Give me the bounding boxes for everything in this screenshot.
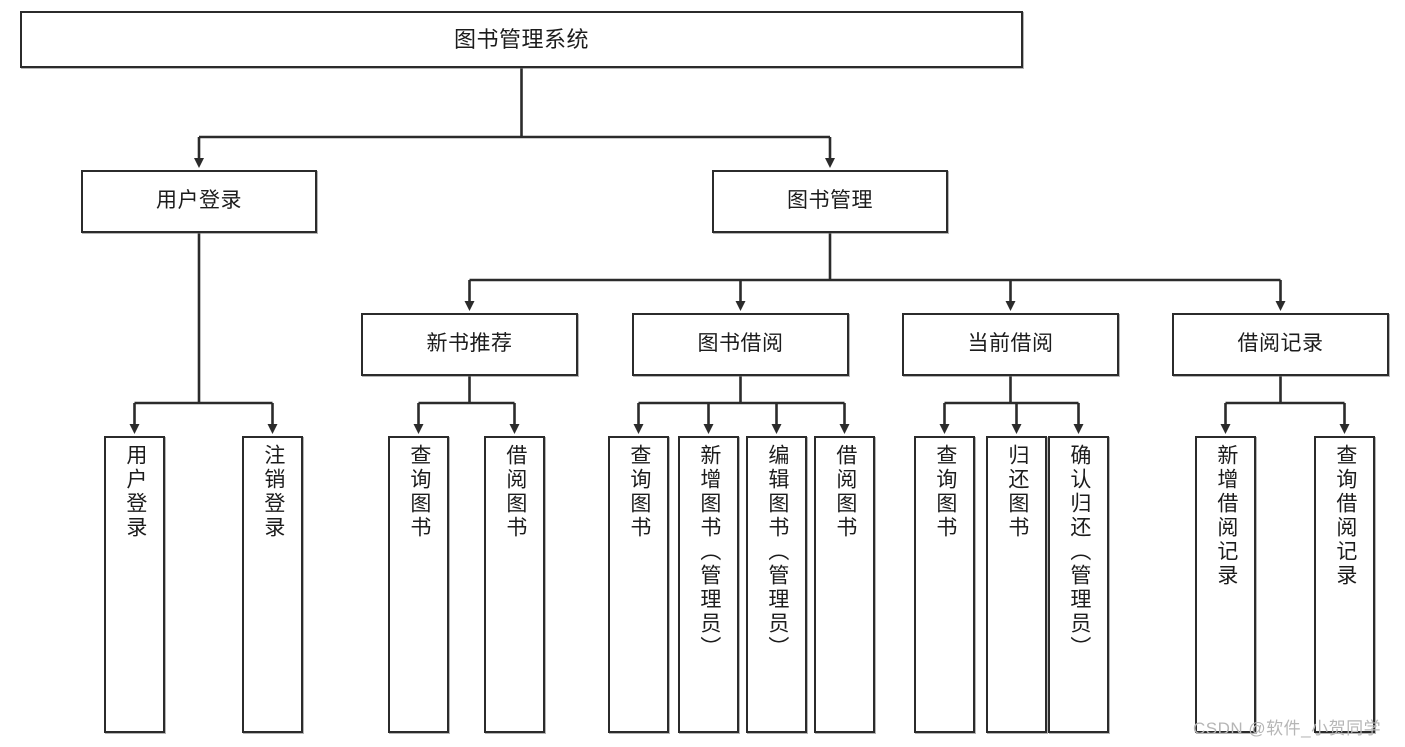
node-new-book-recommend[interactable]: 新书推荐 <box>361 313 578 376</box>
node-label: 借阅记录 <box>1237 332 1324 356</box>
node-root[interactable]: 图书管理系统 <box>20 11 1023 68</box>
node-label: 确认归还（管理员） <box>1067 444 1091 660</box>
node-leaf-borrow-book[interactable]: 借阅图书 <box>814 436 875 733</box>
node-label: 编辑图书（管理员） <box>765 444 789 660</box>
node-leaf-query-book-borrow[interactable]: 查询图书 <box>608 436 669 733</box>
node-label: 用户登录 <box>156 189 242 213</box>
csdn-watermark: CSDN @软件_小贺同学 <box>1193 719 1382 738</box>
node-current-borrow[interactable]: 当前借阅 <box>902 313 1119 376</box>
node-borrow-record[interactable]: 借阅记录 <box>1172 313 1389 376</box>
node-label: 图书管理 <box>787 189 873 213</box>
node-leaf-add-book-admin[interactable]: 新增图书（管理员） <box>678 436 739 733</box>
node-label: 查询借阅记录 <box>1333 444 1357 588</box>
node-label: 新增图书（管理员） <box>697 444 721 660</box>
node-label: 查询图书 <box>627 444 651 540</box>
node-book-management[interactable]: 图书管理 <box>712 170 948 233</box>
node-leaf-query-borrow-record[interactable]: 查询借阅记录 <box>1314 436 1375 733</box>
node-label: 新增借阅记录 <box>1214 444 1238 588</box>
node-label: 用户登录 <box>123 444 147 540</box>
node-book-borrow[interactable]: 图书借阅 <box>632 313 849 376</box>
node-leaf-confirm-return-admin[interactable]: 确认归还（管理员） <box>1048 436 1109 733</box>
node-leaf-borrow-book-recommend[interactable]: 借阅图书 <box>484 436 545 733</box>
node-leaf-query-book-recommend[interactable]: 查询图书 <box>388 436 449 733</box>
node-leaf-return-book[interactable]: 归还图书 <box>986 436 1047 733</box>
node-leaf-edit-book-admin[interactable]: 编辑图书（管理员） <box>746 436 807 733</box>
node-leaf-query-book-current[interactable]: 查询图书 <box>914 436 975 733</box>
node-label: 借阅图书 <box>503 444 527 540</box>
node-label: 查询图书 <box>407 444 431 540</box>
node-leaf-logout-login[interactable]: 注销登录 <box>242 436 303 733</box>
node-leaf-add-borrow-record[interactable]: 新增借阅记录 <box>1195 436 1256 733</box>
node-label: 借阅图书 <box>833 444 857 540</box>
node-user-login[interactable]: 用户登录 <box>81 170 317 233</box>
node-label: 图书管理系统 <box>453 26 589 52</box>
node-label: 归还图书 <box>1005 444 1029 540</box>
node-label: 图书借阅 <box>697 332 784 356</box>
node-leaf-user-login[interactable]: 用户登录 <box>104 436 165 733</box>
node-label: 当前借阅 <box>967 332 1054 356</box>
node-label: 新书推荐 <box>426 332 513 356</box>
node-label: 查询图书 <box>933 444 957 540</box>
node-label: 注销登录 <box>261 444 285 540</box>
